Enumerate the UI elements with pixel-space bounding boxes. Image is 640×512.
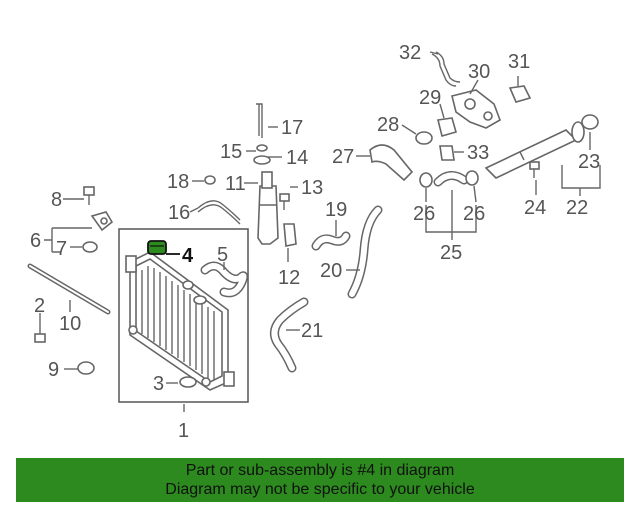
callout-11: 11 bbox=[225, 173, 246, 195]
mount-part-9 bbox=[77, 361, 95, 375]
bracket-part-6 bbox=[90, 211, 114, 232]
callout-7: 7 bbox=[56, 238, 67, 260]
callout-6: 6 bbox=[30, 230, 41, 252]
callout-27: 27 bbox=[332, 146, 354, 168]
callout-17: 17 bbox=[281, 117, 303, 139]
callout-30: 30 bbox=[468, 61, 490, 83]
clamp-part-26a bbox=[419, 172, 433, 188]
sensor-part-29 bbox=[437, 117, 457, 137]
callout-14: 14 bbox=[286, 147, 308, 169]
drain-plug-part bbox=[179, 376, 197, 388]
bolt-part-24 bbox=[529, 161, 540, 178]
radiator-core bbox=[125, 251, 235, 391]
callout-18: 18 bbox=[167, 171, 189, 193]
bypass-hose-part-25 bbox=[433, 171, 469, 187]
tube-part-17 bbox=[256, 103, 263, 138]
callout-22: 22 bbox=[566, 197, 588, 219]
callout-21: 21 bbox=[301, 320, 323, 342]
water-pipe-part-22 bbox=[484, 121, 585, 179]
callout-32: 32 bbox=[399, 42, 421, 64]
callout-26b: 26 bbox=[463, 203, 485, 225]
callout-28: 28 bbox=[377, 114, 399, 136]
callout-25: 25 bbox=[440, 242, 462, 264]
gasket-part-28 bbox=[415, 131, 433, 145]
clip-part-18 bbox=[204, 175, 216, 185]
callout-24: 24 bbox=[524, 197, 546, 219]
bushing-part-7 bbox=[82, 241, 98, 253]
leader-lines bbox=[39, 51, 601, 412]
fitting-part-31 bbox=[508, 85, 532, 103]
callout-8: 8 bbox=[51, 189, 62, 211]
callout-16: 16 bbox=[168, 202, 190, 224]
reservoir-tank-part bbox=[257, 171, 279, 245]
outlet-part-27 bbox=[369, 144, 414, 182]
callout-5: 5 bbox=[217, 244, 228, 266]
bolt-part-13 bbox=[279, 193, 290, 210]
callout-31: 31 bbox=[508, 51, 530, 73]
callout-9: 9 bbox=[48, 359, 59, 381]
banner-line-part-info: Part or sub-assembly is #4 in diagram bbox=[185, 462, 455, 479]
washer-part-15 bbox=[256, 144, 268, 152]
callout-12: 12 bbox=[278, 267, 300, 289]
callout-1: 1 bbox=[178, 420, 189, 442]
callout-20: 20 bbox=[320, 260, 342, 282]
callout-19: 19 bbox=[325, 199, 347, 221]
sensor-part-33 bbox=[439, 145, 455, 161]
bracket-part-8 bbox=[83, 186, 95, 205]
callout-2: 2 bbox=[34, 295, 45, 317]
housing-part-30 bbox=[451, 89, 501, 129]
callout-10: 10 bbox=[59, 313, 81, 335]
callout-3: 3 bbox=[153, 373, 164, 395]
callout-26a: 26 bbox=[413, 203, 435, 225]
callout-23: 23 bbox=[578, 151, 600, 173]
hose-part-19 bbox=[311, 231, 351, 251]
callout-29: 29 bbox=[419, 87, 441, 109]
bracket-part-12 bbox=[283, 223, 297, 247]
callout-4: 4 bbox=[182, 245, 194, 267]
clamp-part-26b bbox=[465, 170, 479, 186]
oring-part-23 bbox=[581, 114, 599, 130]
seal-strip-part-10 bbox=[27, 263, 111, 315]
hose-part-16 bbox=[197, 200, 241, 225]
callout-15: 15 bbox=[220, 141, 242, 163]
pipe-part-32 bbox=[431, 51, 461, 87]
callout-13: 13 bbox=[301, 177, 323, 199]
info-banner: Part or sub-assembly is #4 in diagram Di… bbox=[16, 458, 624, 502]
callout-labels: 1 2 3 4 5 6 7 8 9 10 11 12 13 14 15 16 1… bbox=[30, 42, 600, 442]
banner-line-disclaimer: Diagram may not be specific to your vehi… bbox=[165, 481, 475, 498]
bolt-part-2 bbox=[34, 322, 46, 343]
cap-part-14 bbox=[253, 155, 271, 165]
radiator-cap-part bbox=[147, 240, 167, 255]
hose-part-20 bbox=[347, 205, 383, 299]
lower-hose-part-21 bbox=[270, 297, 309, 373]
radiator-assembly bbox=[118, 228, 249, 403]
upper-hose-part bbox=[200, 261, 249, 298]
callout-33: 33 bbox=[467, 142, 489, 164]
assembly-frame bbox=[118, 228, 249, 403]
